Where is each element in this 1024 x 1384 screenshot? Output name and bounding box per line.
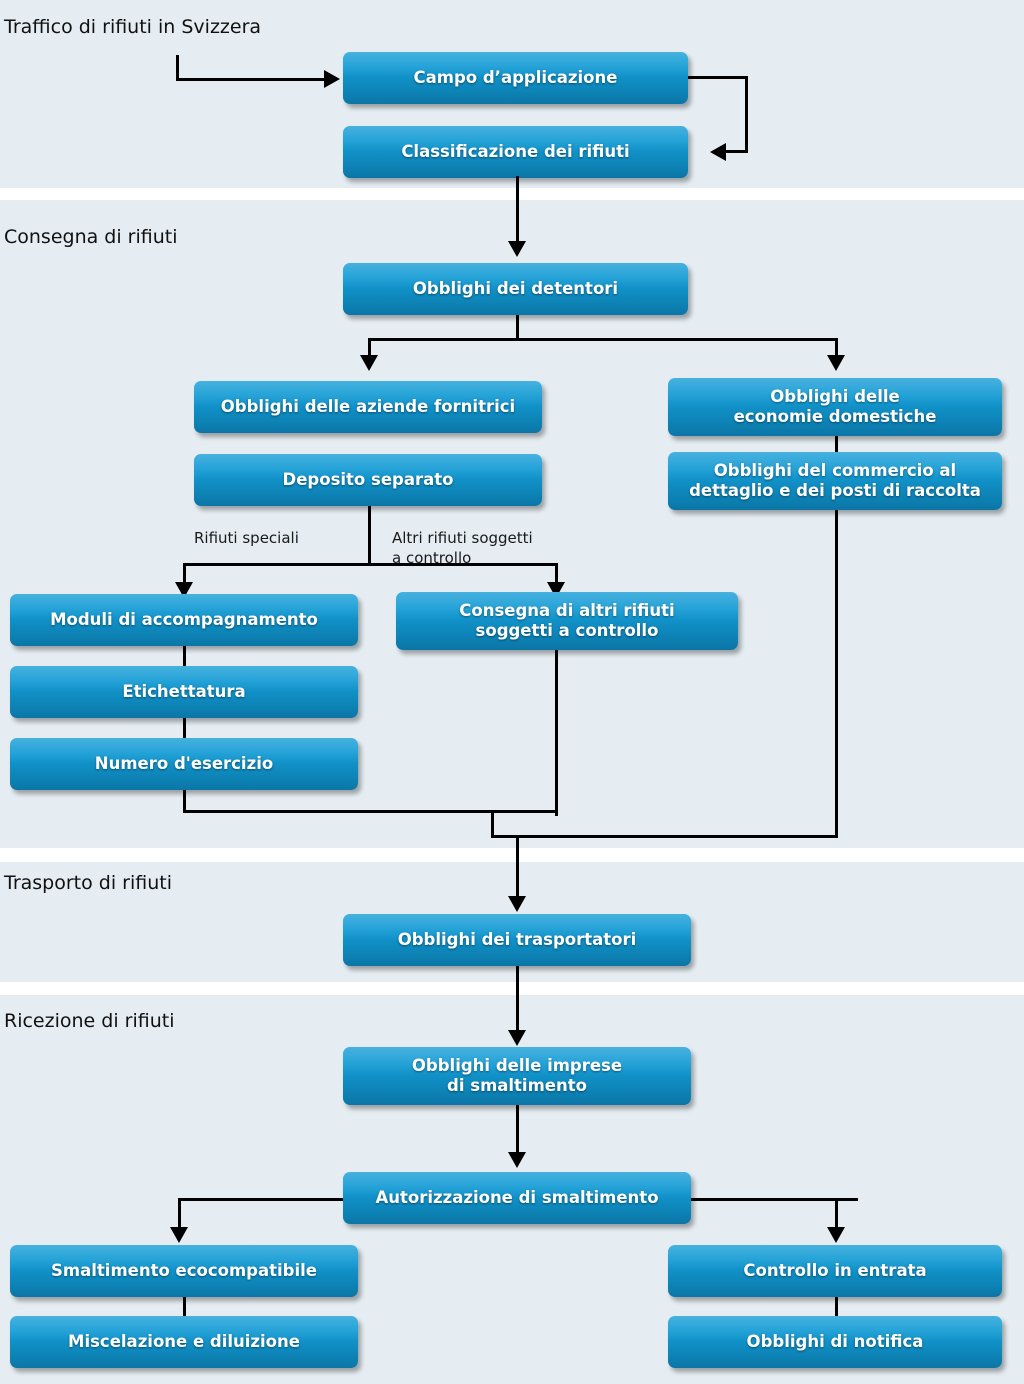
connector-left-stack-c (183, 789, 186, 812)
connector-left-stack-b (183, 717, 186, 740)
connector-split-left (368, 338, 371, 358)
connector-classificazione-to-detentori (516, 176, 519, 244)
connector-left-stack-a (183, 645, 186, 668)
connector-loop-right (745, 76, 748, 152)
arrowhead-autorizzazione (508, 1152, 526, 1168)
connector-detentori-stem (516, 315, 519, 341)
node-etichettatura[interactable]: Etichettatura (10, 666, 358, 718)
connector-merge-lower (491, 835, 838, 838)
connector-deposito-left (183, 563, 186, 585)
connector-autorizzazione-right (835, 1198, 838, 1230)
connector-deposito-stem (368, 506, 371, 566)
node-obblighi-trasportatori[interactable]: Obblighi dei trasportatori (343, 914, 691, 966)
connector-consegna-altri-down (555, 648, 558, 816)
node-consegna-altri-rifiuti[interactable]: Consegna di altri rifiuti soggetti a con… (396, 592, 738, 650)
node-obblighi-di-notifica[interactable]: Obblighi di notifica (668, 1316, 1002, 1368)
arrowhead-aziende (360, 355, 378, 371)
connector-loop-top (688, 76, 748, 79)
arrowhead-trasportatori (508, 896, 526, 912)
section-title-trasporto: Trasporto di rifiuti (4, 872, 172, 894)
arrowhead-economie (827, 355, 845, 371)
node-smaltimento-ecocompatibile[interactable]: Smaltimento ecocompatibile (10, 1245, 358, 1297)
connector-controllo-to-notifica (835, 1296, 838, 1318)
arrowhead-loop (710, 143, 726, 161)
node-obblighi-imprese-smaltimento[interactable]: Obblighi delle imprese di smaltimento (343, 1047, 691, 1105)
node-campo-applicazione[interactable]: Campo d’applicazione (343, 52, 688, 104)
node-classificazione-rifiuti[interactable]: Classificazione dei rifiuti (343, 126, 688, 178)
edge-label-rifiuti-speciali: Rifiuti speciali (194, 529, 299, 547)
section-title-ricezione: Ricezione di rifiuti (4, 1010, 175, 1032)
connector-autorizzazione-left (178, 1198, 181, 1230)
node-deposito-separato[interactable]: Deposito separato (194, 454, 542, 506)
arrowhead-entry (324, 70, 340, 88)
connector-loop-bottom (726, 150, 748, 153)
connector-entry-horizontal (176, 78, 326, 81)
connector-merge-upper (183, 810, 558, 813)
node-obblighi-economie-domestiche[interactable]: Obblighi delle economie domestiche (668, 378, 1002, 436)
node-obblighi-detentori[interactable]: Obblighi dei detentori (343, 263, 688, 315)
connector-trasportatori-to-imprese (516, 966, 519, 1036)
section-title-consegna: Consegna di rifiuti (4, 226, 178, 248)
connector-imprese-to-autorizzazione (516, 1105, 519, 1157)
connector-detentori-split (368, 338, 838, 341)
arrowhead-smaltimento-eco (170, 1227, 188, 1243)
connector-deposito-right (555, 563, 558, 585)
edge-label-altri-rifiuti: Altri rifiuti soggetti a controllo (392, 529, 533, 568)
node-autorizzazione-smaltimento[interactable]: Autorizzazione di smaltimento (343, 1172, 691, 1224)
arrowhead-controllo-entrata (827, 1227, 845, 1243)
connector-merge-to-trasporto (516, 835, 519, 903)
section-title-traffico: Traffico di rifiuti in Svizzera (4, 16, 262, 38)
node-obblighi-aziende-fornitrici[interactable]: Obblighi delle aziende fornitrici (194, 381, 542, 433)
connector-right-spine-a (835, 433, 838, 455)
node-numero-esercizio[interactable]: Numero d'esercizio (10, 738, 358, 790)
node-obblighi-commercio-dettaglio[interactable]: Obblighi del commercio al dettaglio e de… (668, 452, 1002, 510)
connector-eco-to-miscelazione (183, 1296, 186, 1318)
connector-entry-vertical (176, 55, 179, 81)
arrowhead-imprese (508, 1030, 526, 1046)
connector-deposito-split (183, 563, 558, 566)
arrowhead-detentori (508, 241, 526, 257)
connector-merge-drop (491, 810, 494, 835)
node-miscelazione-diluizione[interactable]: Miscelazione e diluizione (10, 1316, 358, 1368)
connector-split-right (835, 338, 838, 358)
node-moduli-accompagnamento[interactable]: Moduli di accompagnamento (10, 594, 358, 646)
node-controllo-in-entrata[interactable]: Controllo in entrata (668, 1245, 1002, 1297)
connector-right-spine-b (835, 508, 838, 838)
